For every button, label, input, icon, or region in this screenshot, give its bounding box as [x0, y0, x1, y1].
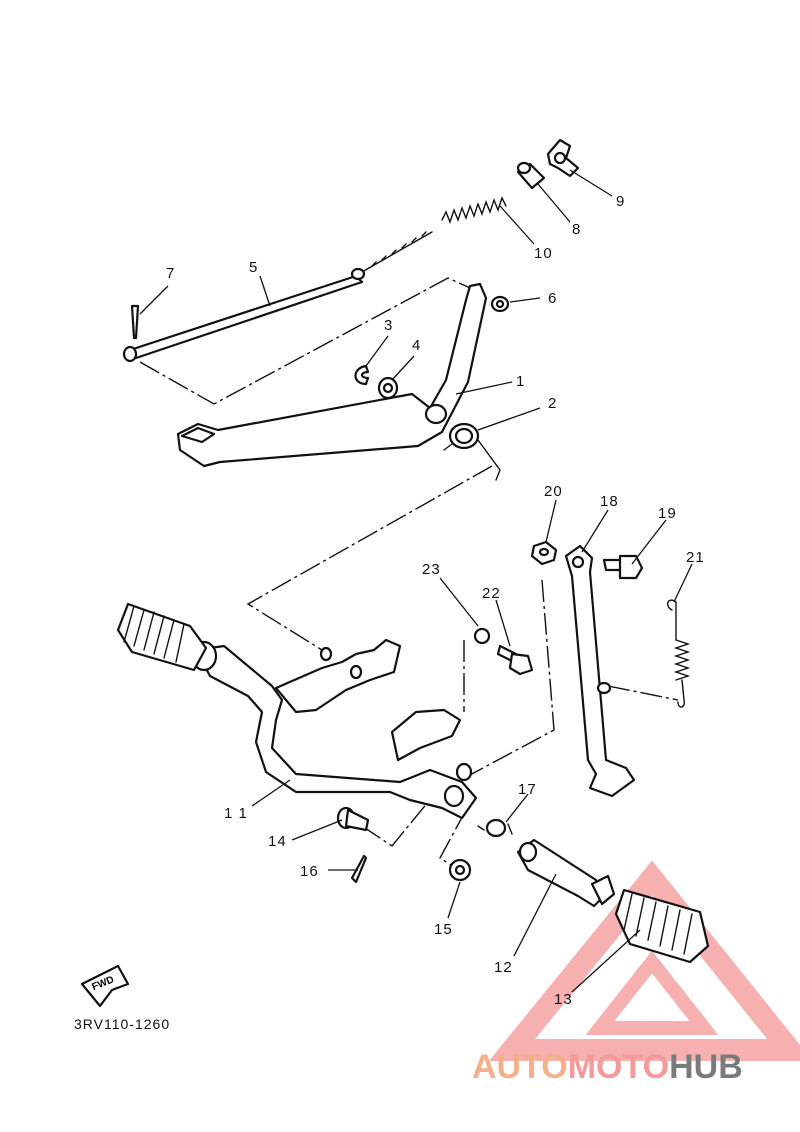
part-label-17: 17 — [518, 781, 537, 798]
part-label-6: 6 — [548, 290, 557, 307]
pin-icon — [336, 806, 370, 832]
part-label-5: 5 — [249, 259, 258, 276]
cotter-pin-icon — [130, 304, 140, 340]
tension-spring-icon — [666, 599, 691, 708]
bolt-icon — [496, 644, 534, 676]
nut-icon — [530, 540, 558, 566]
part-label-20: 20 — [544, 483, 563, 500]
washer-icon — [377, 376, 399, 400]
washer-icon — [490, 295, 510, 313]
part-label-14: 14 — [268, 833, 287, 850]
wing-nut-icon — [546, 138, 580, 178]
diagram-code: 3RV110-1260 — [74, 1016, 171, 1032]
footrest-bracket-icon — [190, 638, 478, 820]
part-label-11: 1 1 — [224, 805, 248, 822]
part-label-12: 12 — [494, 959, 513, 976]
torsion-spring-icon — [477, 818, 513, 838]
part-label-16: 16 — [300, 863, 319, 880]
footrest-rubber-icon — [614, 888, 710, 964]
footrest-arm-icon — [516, 838, 616, 908]
forward-arrow-icon: FWD — [80, 964, 130, 1008]
part-label-3: 3 — [384, 317, 393, 334]
part-label-15: 15 — [434, 921, 453, 938]
bolt-icon — [602, 554, 644, 580]
part-label-13: 13 — [554, 991, 573, 1008]
watermark-moto: MOTO — [567, 1048, 670, 1086]
watermark-brand: AUTOMOTOHUB — [472, 1048, 743, 1087]
assembly-line — [361, 801, 429, 847]
assembly-line — [246, 465, 493, 651]
sidestand-icon — [564, 544, 636, 798]
torsion-spring-icon — [443, 422, 501, 481]
part-label-8: 8 — [572, 221, 581, 238]
circlip-icon — [354, 364, 370, 386]
watermark-hub: HUB — [669, 1048, 743, 1086]
brake-rod-icon — [122, 231, 433, 363]
cotter-pin-icon — [350, 854, 368, 884]
leader-lines — [139, 169, 693, 993]
assembly-line — [467, 579, 555, 777]
part-label-19: 19 — [658, 505, 677, 522]
part-label-21: 21 — [686, 549, 705, 566]
joint-icon — [516, 161, 546, 190]
part-label-2: 2 — [548, 395, 557, 412]
compression-spring-icon — [441, 196, 507, 225]
watermark-auto: AUTO — [472, 1048, 568, 1086]
washer-icon — [473, 627, 491, 645]
part-label-22: 22 — [482, 585, 501, 602]
assembly-line — [607, 685, 679, 701]
part-label-9: 9 — [616, 193, 625, 210]
assembly-line — [139, 277, 489, 405]
brake-pedal-icon — [176, 282, 488, 468]
footrest-rubber-icon — [116, 602, 208, 672]
watermark-triangle — [488, 860, 800, 1061]
part-label-18: 18 — [600, 493, 619, 510]
part-label-7: 7 — [166, 265, 175, 282]
part-label-1: 1 — [516, 373, 525, 390]
part-label-10: 10 — [534, 245, 553, 262]
washer-icon — [448, 858, 472, 882]
part-label-23: 23 — [422, 561, 441, 578]
part-label-4: 4 — [412, 337, 421, 354]
